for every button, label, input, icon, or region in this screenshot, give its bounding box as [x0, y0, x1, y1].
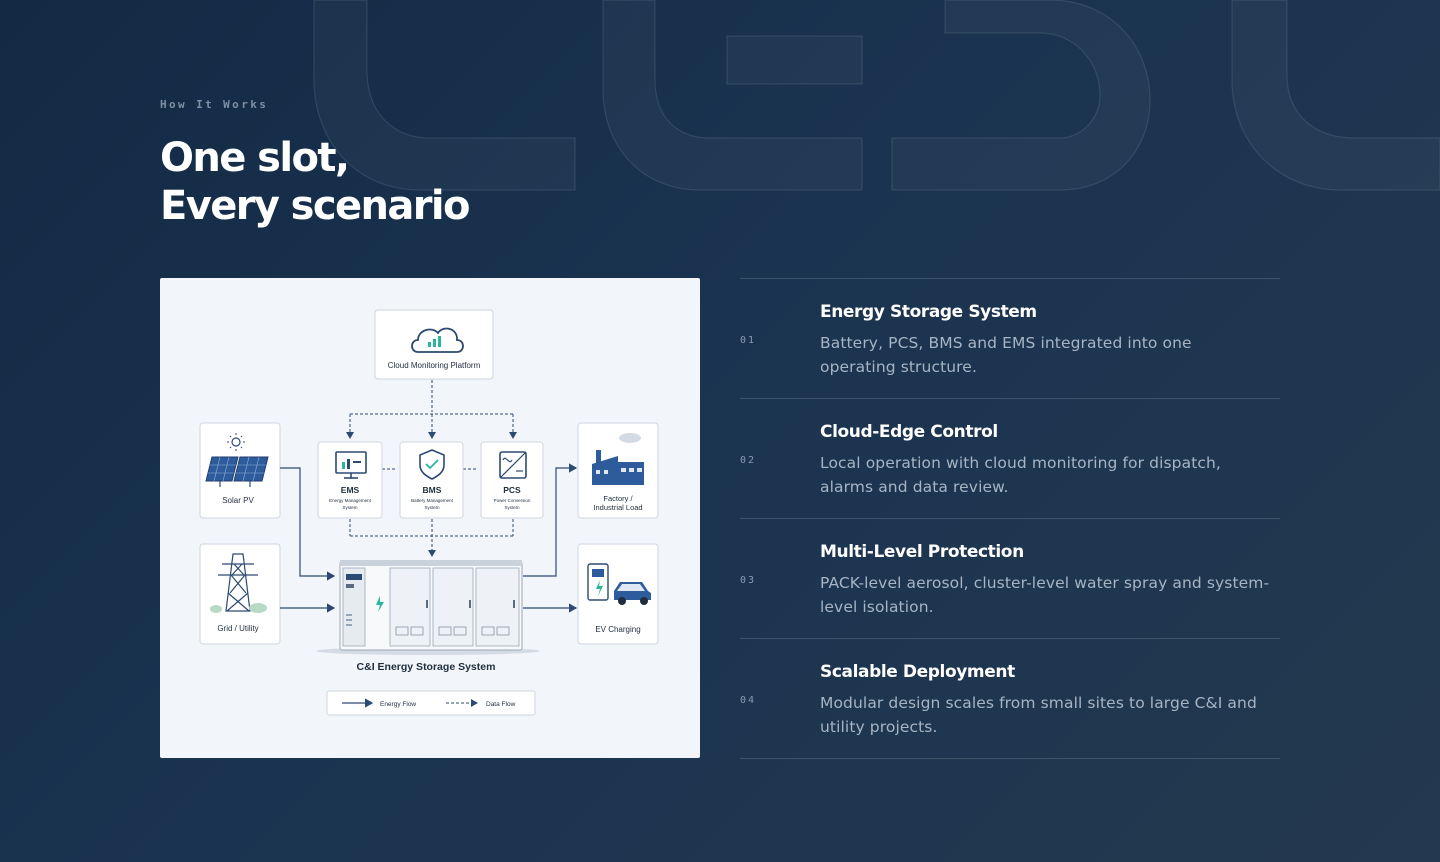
monitor-icon: [335, 451, 367, 479]
cloud-label: Cloud Monitoring Platform: [388, 361, 481, 370]
factory-label-line-2: Industrial Load: [593, 503, 642, 512]
factory-icon: [592, 433, 644, 485]
section-headline: One slot, Every scenario: [160, 134, 470, 230]
transmission-tower-icon: [218, 553, 258, 612]
factory-label-line-1: Factory /: [603, 494, 633, 503]
grid-utility-node: Grid / Utility: [199, 543, 281, 645]
diagram-legend: Energy Flow Data Flow: [326, 690, 536, 716]
bms-subtitle-2: System: [424, 505, 439, 510]
feature-number: 04: [740, 695, 757, 706]
feature-number: 03: [740, 575, 757, 586]
system-diagram: Cloud Monitoring Platform: [199, 309, 659, 716]
feature-item: 02 Cloud-Edge Control Local operation wi…: [740, 399, 1280, 519]
bms-subtitle-1: Battery Management: [411, 498, 454, 503]
system-diagram-card: Cloud Monitoring Platform: [160, 278, 700, 758]
ev-charger-icon: [587, 563, 609, 601]
pcs-subtitle-1: Power Conversion: [494, 498, 531, 503]
ems-subtitle-2: System: [342, 505, 357, 510]
ev-label: EV Charging: [595, 625, 640, 634]
feature-item: 04 Scalable Deployment Modular design sc…: [740, 639, 1280, 759]
cloud-monitoring-node: Cloud Monitoring Platform: [374, 309, 494, 380]
ems-subtitle-1: Energy Management: [329, 498, 372, 503]
feature-title: Energy Storage System: [820, 302, 1037, 322]
solar-pv-node: Solar PV: [199, 422, 281, 519]
feature-description: PACK-level aerosol, cluster-level water …: [820, 574, 1270, 616]
headline-line-1: One slot,: [160, 135, 350, 181]
bms-title: BMS: [423, 485, 442, 495]
energy-storage-cabinet: C&I Energy Storage System: [316, 560, 540, 673]
feature-title: Scalable Deployment: [820, 662, 1015, 682]
cloud-icon: [411, 327, 464, 353]
feature-item: 01 Energy Storage System Battery, PCS, B…: [740, 279, 1280, 399]
legend-energy-flow: Energy Flow: [380, 701, 416, 708]
pcs-subtitle-2: System: [504, 505, 519, 510]
car-icon: [614, 582, 651, 605]
storage-label: C&I Energy Storage System: [357, 661, 496, 673]
feature-title: Multi-Level Protection: [820, 542, 1024, 562]
power-conversion-icon: [499, 451, 527, 479]
feature-number: 01: [740, 335, 757, 346]
feature-number: 02: [740, 455, 757, 466]
shield-icon: [419, 449, 445, 480]
solar-label: Solar PV: [222, 496, 254, 505]
pcs-node: PCS Power Conversion System: [480, 441, 544, 519]
features-list: 01 Energy Storage System Battery, PCS, B…: [740, 278, 1280, 759]
ems-node: EMS Energy Management System: [317, 441, 383, 519]
factory-node: Factory / Industrial Load: [577, 422, 659, 519]
feature-description: Local operation with cloud monitoring fo…: [820, 454, 1221, 496]
sun-icon: [227, 433, 245, 451]
grid-label: Grid / Utility: [217, 624, 258, 633]
section-eyebrow: How It Works: [160, 98, 269, 111]
headline-line-2: Every scenario: [160, 183, 470, 229]
legend-data-flow: Data Flow: [486, 701, 516, 708]
bms-node: BMS Battery Management System: [399, 441, 464, 519]
pcs-title: PCS: [503, 485, 521, 495]
feature-title: Cloud-Edge Control: [820, 422, 998, 442]
ev-charging-node: EV Charging: [577, 543, 659, 645]
feature-description: Modular design scales from small sites t…: [820, 694, 1257, 736]
feature-description: Battery, PCS, BMS and EMS integrated int…: [820, 334, 1192, 376]
ems-title: EMS: [341, 485, 360, 495]
feature-item: 03 Multi-Level Protection PACK-level aer…: [740, 519, 1280, 639]
solar-panel-icon: [205, 456, 269, 487]
